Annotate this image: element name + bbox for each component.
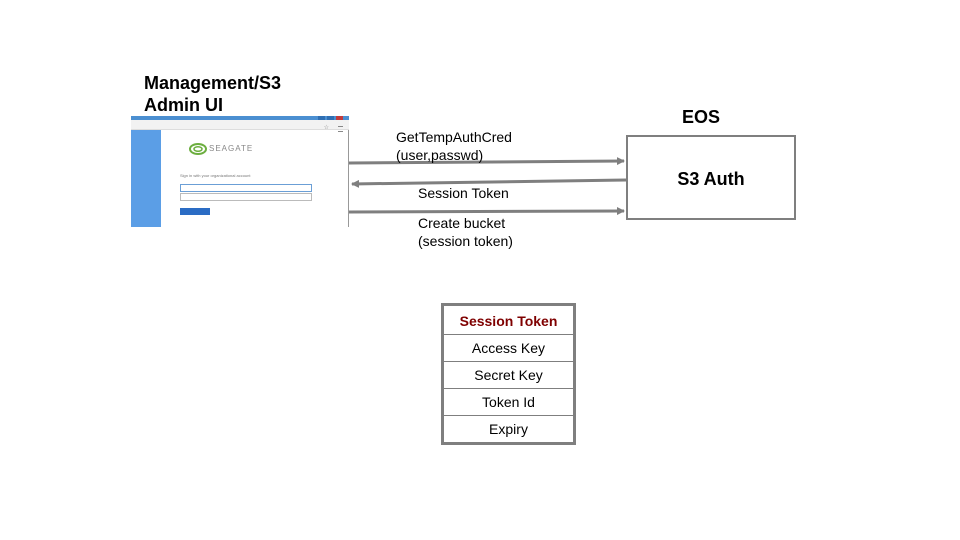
- menu-icon: [338, 126, 343, 132]
- request-arrow: [348, 157, 625, 166]
- session-token-table: Session Token Access Key Secret Key Toke…: [441, 303, 576, 445]
- signin-prompt: Sign in with your organizational account: [180, 173, 251, 178]
- seagate-swirl-icon: [189, 143, 207, 155]
- client-title-line1: Management/S3: [144, 73, 282, 93]
- password-field[interactable]: [180, 193, 312, 201]
- logo-text: SEAGATE: [209, 144, 254, 153]
- close-icon: [336, 116, 343, 120]
- browser-titlebar: [131, 116, 349, 120]
- admin-ui-screenshot: ☆ SEAGATE Sign in with your organization…: [131, 116, 349, 227]
- star-icon: ☆: [323, 125, 329, 131]
- token-field-secret-key: Secret Key: [444, 362, 573, 389]
- maximize-icon: [327, 116, 334, 120]
- response-label: Session Token: [418, 185, 509, 201]
- create-label-line1: Create bucket: [418, 215, 506, 231]
- create-label-line2: (session token): [418, 233, 513, 249]
- browser-toolbar: ☆: [131, 120, 349, 132]
- token-table-header: Session Token: [444, 306, 573, 335]
- client-title: Management/S3 Admin UI: [144, 72, 281, 116]
- response-arrow: [351, 178, 627, 188]
- username-field[interactable]: [180, 184, 312, 192]
- sign-in-button[interactable]: [180, 208, 210, 215]
- eos-label: EOS: [682, 107, 721, 127]
- minimize-icon: [318, 116, 325, 120]
- token-field-token-id: Token Id: [444, 389, 573, 416]
- browser-edge: [348, 130, 349, 227]
- seagate-logo: SEAGATE: [189, 142, 289, 158]
- create-bucket-label: Create bucket (session token): [418, 214, 513, 250]
- token-field-access-key: Access Key: [444, 335, 573, 362]
- login-sidebar: [131, 130, 161, 227]
- create-bucket-arrow: [348, 207, 625, 216]
- request-label-line2: (user,passwd): [396, 147, 484, 163]
- client-title-line2: Admin UI: [144, 95, 223, 115]
- s3-auth-box: S3 Auth: [626, 135, 796, 220]
- request-label-line1: GetTempAuthCred: [396, 129, 512, 145]
- s3-auth-label: S3 Auth: [677, 169, 745, 189]
- request-label: GetTempAuthCred (user,passwd): [396, 128, 512, 164]
- token-field-expiry: Expiry: [489, 421, 528, 437]
